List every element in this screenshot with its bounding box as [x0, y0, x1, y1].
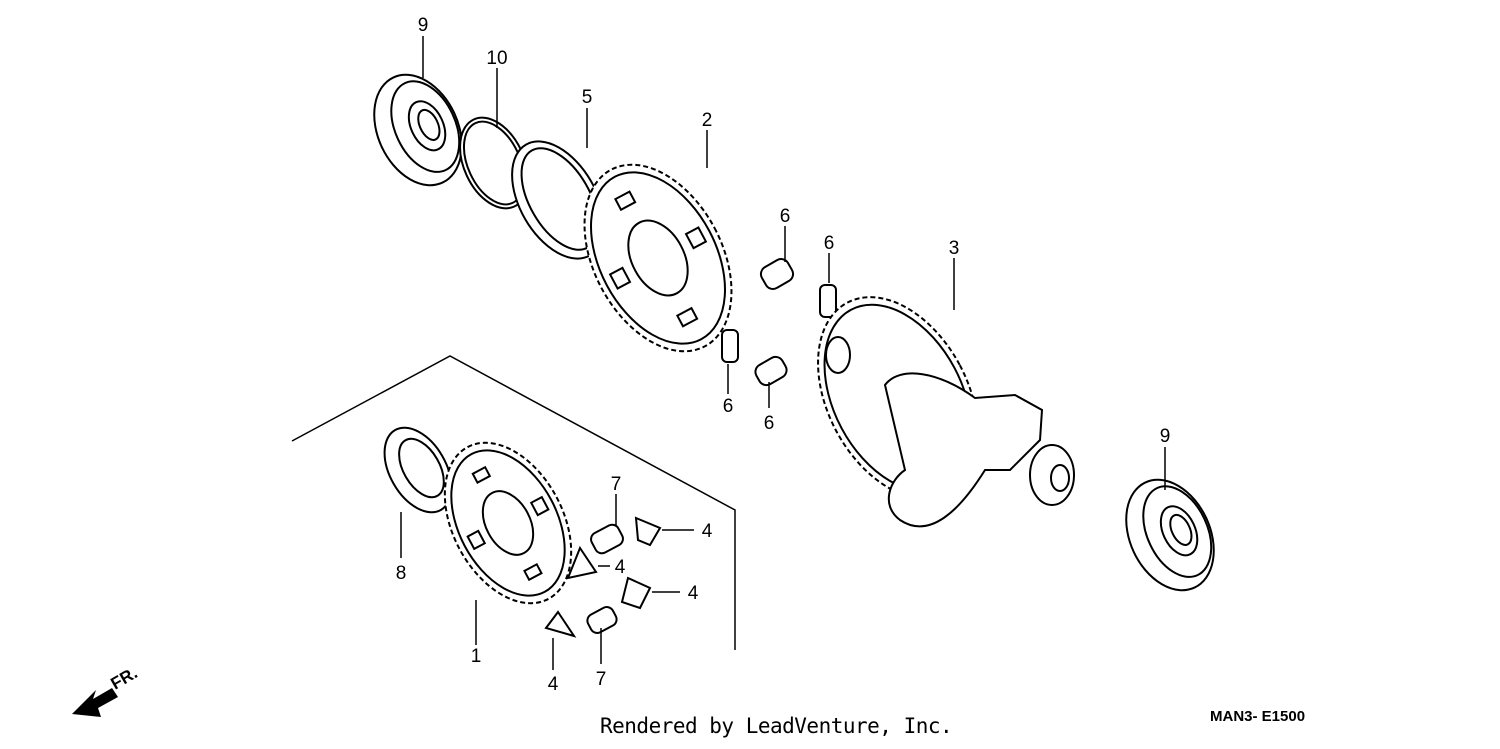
damper-rubber-b: [566, 545, 598, 580]
drive-gear: [443, 441, 573, 605]
damper-rubber-a: [634, 516, 662, 547]
damper-spring-a: [759, 258, 795, 290]
callout-10: 10: [486, 48, 507, 69]
callout-6-a: 6: [780, 206, 791, 227]
damper-spring-lower-b: [586, 606, 618, 634]
callout-9-right: 9: [1160, 426, 1171, 447]
callout-6-c: 6: [723, 396, 734, 417]
washer-lower: [383, 426, 453, 514]
circlip: [459, 116, 529, 210]
diagram-code: MAN3- E1500: [1210, 708, 1306, 725]
callout-1: 1: [471, 646, 482, 667]
callout-4-b: 4: [615, 557, 626, 578]
damper-rubber-d: [544, 610, 577, 638]
damper-spring-c: [721, 329, 739, 363]
callout-7-bottom: 7: [596, 669, 607, 690]
leader-lines: [400, 36, 1166, 670]
driven-gear: [583, 163, 733, 353]
callout-4-a: 4: [702, 521, 713, 542]
callout-6-b: 6: [824, 233, 835, 254]
callout-8: 8: [396, 563, 407, 584]
damper-spring-d: [754, 355, 788, 387]
callout-6-d: 6: [764, 413, 775, 434]
bearing-top: [373, 73, 463, 187]
subassembly-outline: [291, 355, 736, 650]
front-direction-arrow-icon: FR.: [72, 663, 141, 717]
callout-2: 2: [702, 110, 713, 131]
callout-7-top: 7: [611, 474, 622, 495]
callout-3: 3: [949, 238, 960, 259]
damper-spring-lower-a: [590, 523, 624, 555]
damper-rubber-c: [620, 576, 652, 610]
damper-spring-b: [819, 284, 837, 318]
callout-4-d: 4: [548, 674, 559, 695]
balancer-shaft: [817, 296, 1075, 528]
callout-9-top: 9: [418, 15, 429, 36]
callout-5: 5: [582, 87, 593, 108]
callout-4-c: 4: [688, 583, 699, 604]
bearing-right: [1125, 478, 1215, 592]
render-credit: Rendered by LeadVenture, Inc.: [600, 714, 953, 738]
